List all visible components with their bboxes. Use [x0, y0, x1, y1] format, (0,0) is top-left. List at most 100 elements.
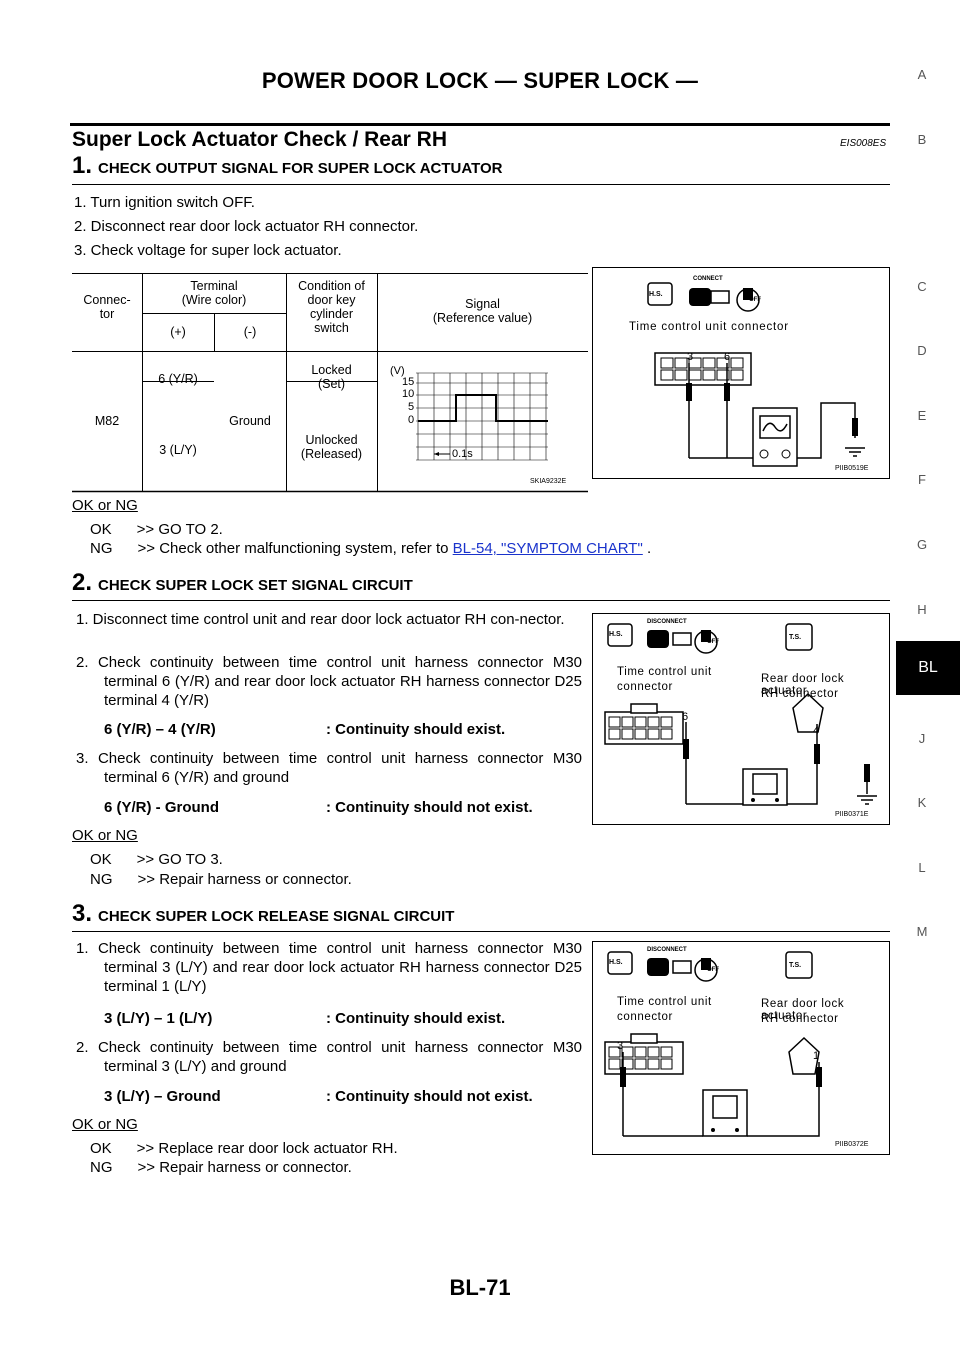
side-tab-l[interactable]: L: [918, 860, 926, 875]
actuator-connector-shape: [788, 1036, 820, 1075]
signal-table-lines: [72, 273, 588, 493]
connect-plug-icon: [689, 288, 711, 306]
figure2-drawing: [604, 623, 877, 806]
step2-spec-1-result: : Continuity should exist.: [326, 721, 506, 738]
step2-spec-2-terminals: 6 (Y/R) - Ground: [104, 799, 219, 816]
step2-item-1: 1. Disconnect time control unit and rear…: [76, 611, 565, 628]
figure1-hs-label: H.S.: [649, 291, 663, 298]
col-signal-header: Signal (Reference value): [432, 297, 533, 325]
figure3-disconnect-label: DISCONNECT: [647, 947, 687, 953]
col-plus-header: (+): [170, 325, 186, 339]
side-tab-d[interactable]: D: [917, 343, 927, 358]
figure2-left-caption-2: connector: [617, 681, 673, 693]
page-number: BL-71: [449, 1275, 511, 1300]
step1-okng: OK or NG: [72, 497, 138, 514]
col-minus-header: (-): [243, 325, 257, 339]
figure-set-signal-continuity: H.S. DISCONNECT OFF T.S. Time control un…: [592, 613, 890, 825]
side-tab-bl-active[interactable]: BL: [896, 641, 960, 695]
disconnect-plug-icon: [647, 958, 669, 976]
waveform-tick-5: 5: [408, 401, 415, 413]
step1-item-1: 1. Turn ignition switch OFF.: [74, 194, 255, 211]
side-tab-a[interactable]: A: [917, 67, 927, 82]
step2-rule: [72, 600, 890, 601]
step1-heading: 1.CHECK OUTPUT SIGNAL FOR SUPER LOCK ACT…: [72, 152, 502, 180]
figure3-left-caption-1: Time control unit: [617, 996, 712, 1008]
step2-spec-2-result: : Continuity should not exist.: [326, 799, 533, 816]
figure1-connect-label: CONNECT: [693, 276, 723, 282]
side-tab-k[interactable]: K: [917, 795, 927, 810]
step1-title: CHECK OUTPUT SIGNAL FOR SUPER LOCK ACTUA…: [98, 160, 503, 177]
col-connector-header: Connec- tor: [83, 293, 131, 321]
actuator-connector-shape: [792, 692, 824, 733]
figure2-pin-a: 6: [682, 711, 689, 723]
figure2-pin-b: 4: [813, 725, 820, 737]
cell-connector: M82: [94, 414, 120, 428]
step3-ng: NG >> Repair harness or connector.: [90, 1159, 352, 1176]
step3-rule: [72, 931, 890, 932]
signal-table: Connec- tor Terminal (Wire color) (+) (-…: [72, 273, 588, 493]
figure3-off-label: OFF: [707, 967, 719, 973]
figure1-off-label: OFF: [749, 297, 761, 303]
figure2-disconnect-label: DISCONNECT: [647, 619, 687, 625]
figure1-drawing: [647, 282, 865, 467]
step1-ok: OK >> GO TO 2.: [90, 521, 223, 538]
figure3-drawing: [604, 951, 822, 1137]
step2-spec-1-terminals: 6 (Y/R) – 4 (Y/R): [104, 721, 216, 738]
side-tab-f[interactable]: F: [918, 472, 926, 487]
step1-ng-suffix: .: [642, 540, 652, 557]
side-tab-g[interactable]: G: [916, 537, 928, 552]
cell-condition-2: Unlocked (Released): [300, 433, 363, 461]
waveform-tick-15: 15: [402, 376, 415, 388]
figure3-hs-label: H.S.: [609, 959, 623, 966]
side-tab-e[interactable]: E: [917, 408, 927, 423]
step1-item-2: 2. Disconnect rear door lock actuator RH…: [74, 218, 419, 235]
waveform-fig-id: SKIA9232E: [530, 478, 567, 485]
step3-okng: OK or NG: [72, 1116, 138, 1133]
step3-spec-1-result: : Continuity should exist.: [326, 1010, 506, 1027]
waveform-tick-10: 10: [402, 388, 415, 400]
step3-number: 3.: [72, 900, 93, 927]
section-code: EIS008ES: [840, 138, 887, 149]
step1-item-3: 3. Check voltage for super lock actuator…: [74, 242, 342, 259]
ts-icon: [785, 623, 813, 651]
cell-condition-1: Locked (Set): [311, 363, 352, 391]
figure3-right-caption-1: Rear door lock actuator: [761, 998, 845, 1022]
figure2-right-caption-2: RH connector: [761, 688, 839, 700]
side-tab-c[interactable]: C: [917, 279, 927, 294]
step3-item-2: 2. Check continuity between time control…: [76, 1039, 582, 1075]
waveform-time: 0.1s: [452, 448, 473, 460]
step3-heading: 3.CHECK SUPER LOCK RELEASE SIGNAL CIRCUI…: [72, 900, 454, 928]
cell-terminal-2: 3 (L/Y): [159, 443, 197, 457]
step2-ng: NG >> Repair harness or connector.: [90, 871, 352, 888]
figure-time-control-unit-connector: H.S. CONNECT OFF Time control unit conne…: [592, 267, 890, 479]
section-title: Super Lock Actuator Check / Rear RH: [72, 128, 447, 151]
step3-spec-2-result: : Continuity should not exist.: [326, 1088, 533, 1105]
waveform-unit: (V): [390, 365, 405, 377]
step2-ok: OK >> GO TO 3.: [90, 851, 223, 868]
step1-ng-text: NG >> Check other malfunctioning system,…: [90, 540, 453, 557]
figure2-hs-label: H.S.: [609, 631, 623, 638]
figure3-right-caption-2: RH connector: [761, 1013, 839, 1025]
page-header: POWER DOOR LOCK — SUPER LOCK —: [261, 68, 699, 93]
figure2-right-caption-1: Rear door lock actuator: [761, 673, 845, 697]
step1-rule: [72, 184, 890, 185]
side-tab-b[interactable]: B: [917, 132, 927, 147]
figure1-id: PIIB0519E: [835, 465, 869, 472]
step3-spec-2-terminals: 3 (L/Y) – Ground: [104, 1088, 221, 1105]
figure3-ts-label: T.S.: [789, 962, 802, 969]
side-tab-j[interactable]: J: [918, 731, 926, 746]
ts-icon: [785, 951, 813, 979]
figure1-pin-6: 6: [724, 351, 731, 363]
figure1-caption: Time control unit connector: [629, 321, 789, 333]
figure2-id: PIIB0371E: [835, 811, 869, 818]
symptom-chart-link[interactable]: BL-54, "SYMPTOM CHART": [452, 540, 643, 557]
step2-title: CHECK SUPER LOCK SET SIGNAL CIRCUIT: [98, 577, 413, 594]
figure3-pin-b: 1: [813, 1050, 820, 1062]
figure3-pin-a: 3: [617, 1040, 624, 1052]
step3-ok: OK >> Replace rear door lock actuator RH…: [90, 1140, 398, 1157]
figure2-off-label: OFF: [707, 639, 719, 645]
side-tab-h[interactable]: H: [917, 602, 927, 617]
side-tab-m[interactable]: M: [916, 924, 928, 939]
step2-heading: 2.CHECK SUPER LOCK SET SIGNAL CIRCUIT: [72, 569, 413, 597]
cell-ground: Ground: [229, 414, 271, 428]
